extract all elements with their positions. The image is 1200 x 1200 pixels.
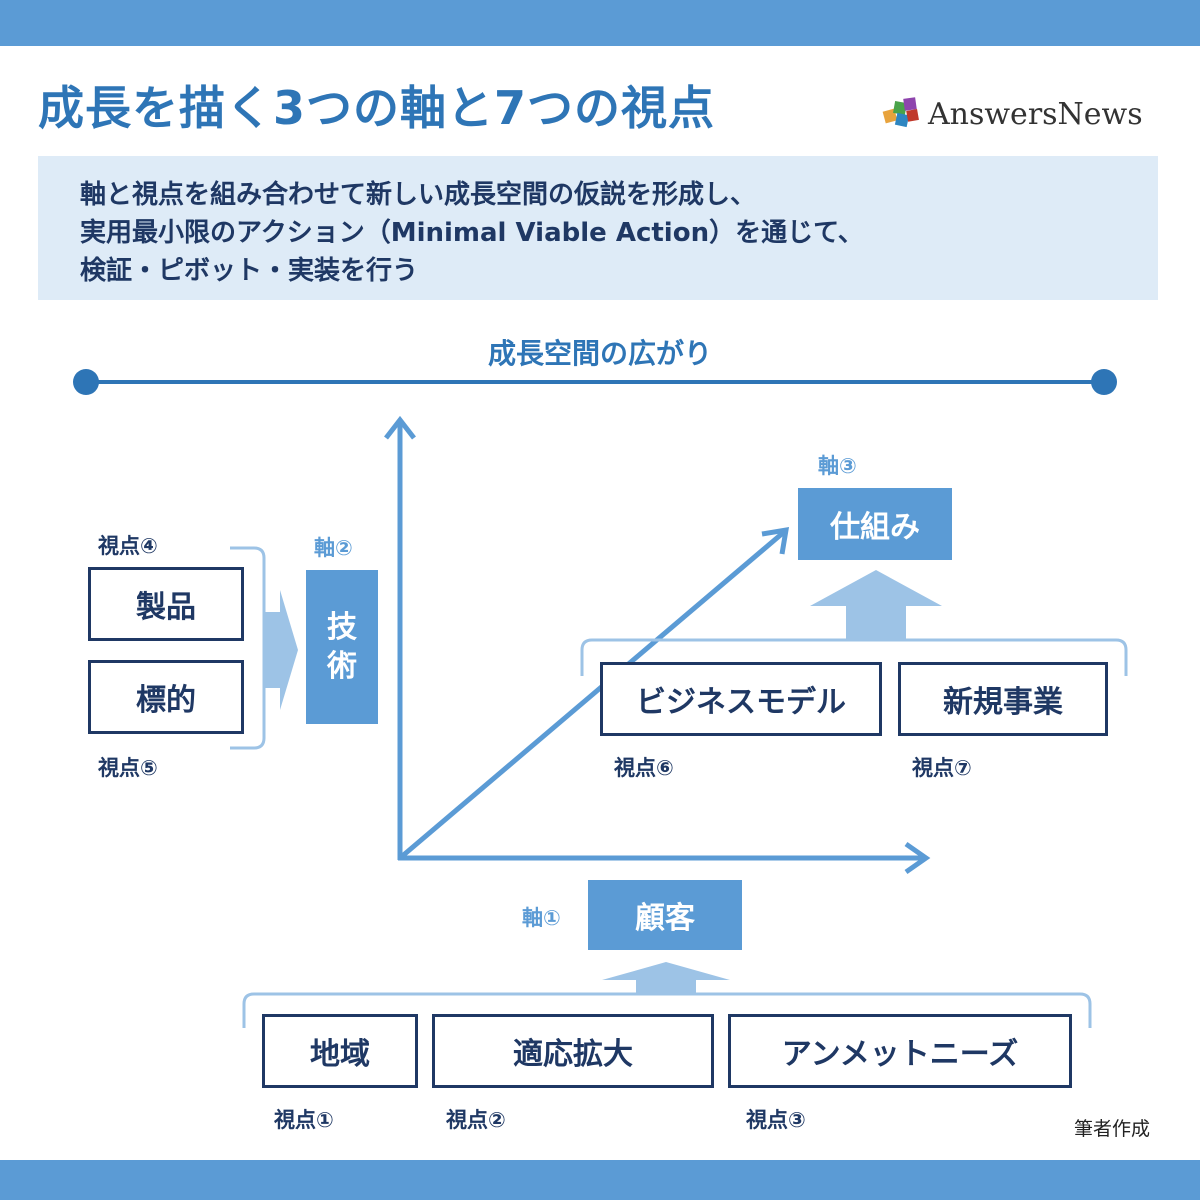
axis-1-label: 軸① bbox=[522, 906, 561, 930]
growth-space-label: 成長空間の広がり bbox=[487, 337, 712, 370]
viewpoint-7-label: 視点⑦ bbox=[912, 756, 972, 780]
diagonal-axis-arrowhead bbox=[761, 526, 790, 555]
axis-2-label: 軸② bbox=[314, 536, 353, 560]
summary-line-3: 検証・ピボット・実装を行う bbox=[80, 256, 419, 286]
growth-span-dot-left bbox=[73, 369, 99, 395]
credit-note: 筆者作成 bbox=[1074, 1118, 1151, 1140]
diagonal-axis bbox=[398, 530, 786, 860]
axis-mechanism-box: 仕組み bbox=[798, 488, 952, 560]
top-bar bbox=[0, 0, 1200, 46]
viewpoint-6-label: 視点⑥ bbox=[614, 756, 674, 780]
axis-technology-char-1: 技 bbox=[327, 610, 357, 645]
viewpoint-4-label: 視点④ bbox=[98, 534, 158, 558]
viewpoint-unmet-needs-box: アンメットニーズ bbox=[728, 1014, 1072, 1088]
viewpoint-2-label: 視点② bbox=[446, 1108, 506, 1132]
viewpoint-product-box: 製品 bbox=[88, 567, 244, 641]
bottom-bar bbox=[0, 1160, 1200, 1200]
axis-3-label: 軸③ bbox=[818, 454, 857, 478]
viewpoint-business-model-box: ビジネスモデル bbox=[600, 662, 882, 736]
arrow-to-customer bbox=[602, 962, 730, 994]
arrow-to-mechanism bbox=[810, 570, 942, 640]
puzzle-pieces-icon bbox=[882, 97, 919, 128]
viewpoint-indication-expansion-box: 適応拡大 bbox=[432, 1014, 714, 1088]
logo: AnswersNews bbox=[882, 92, 1143, 136]
summary-line-2: 実用最小限のアクション（Minimal Viable Action）を通じて、 bbox=[80, 218, 864, 248]
logo-text: AnswersNews bbox=[928, 96, 1143, 132]
viewpoint-new-business-box: 新規事業 bbox=[898, 662, 1108, 736]
axis-technology-box: 技 術 bbox=[306, 570, 378, 724]
axis-technology-char-2: 術 bbox=[327, 649, 357, 684]
axis-customer-box: 顧客 bbox=[588, 880, 742, 950]
arrow-to-technology bbox=[264, 590, 298, 710]
viewpoint-5-label: 視点⑤ bbox=[98, 756, 158, 780]
summary-line-1: 軸と視点を組み合わせて新しい成長空間の仮説を形成し、 bbox=[80, 180, 757, 210]
viewpoint-target-box: 標的 bbox=[88, 660, 244, 734]
summary-panel bbox=[38, 156, 1158, 300]
growth-span-dot-right bbox=[1091, 369, 1117, 395]
vertical-axis-arrowhead bbox=[384, 415, 416, 440]
viewpoint-3-label: 視点③ bbox=[746, 1108, 806, 1132]
horizontal-axis-arrowhead bbox=[904, 841, 931, 875]
viewpoint-1-label: 視点① bbox=[274, 1108, 334, 1132]
page-title: 成長を描く3つの軸と7つの視点 bbox=[38, 81, 716, 135]
viewpoint-region-box: 地域 bbox=[262, 1014, 418, 1088]
